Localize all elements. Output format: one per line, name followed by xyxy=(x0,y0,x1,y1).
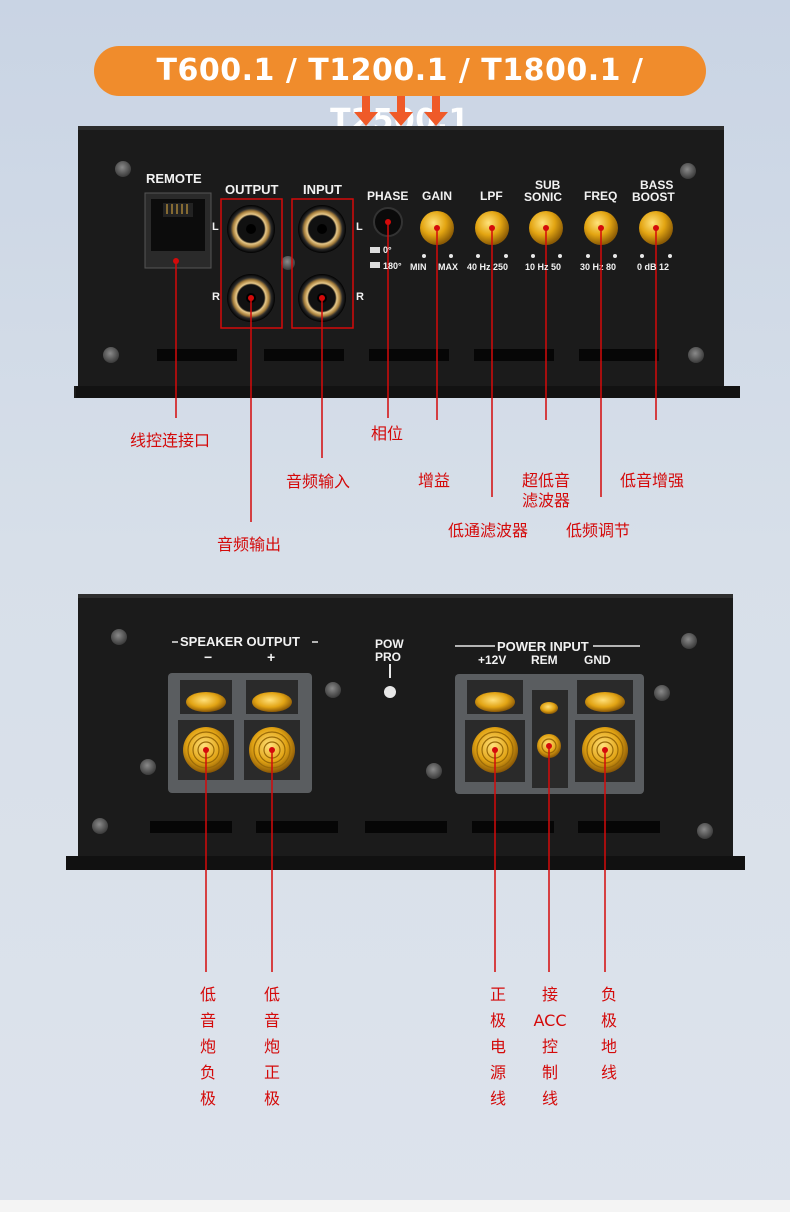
output-right-label: R xyxy=(212,291,220,303)
output-label: OUTPUT xyxy=(225,182,279,197)
power-input-label: POWER INPUT xyxy=(497,639,589,654)
model-banner: T600.1 / T1200.1 / T1800.1 / T2500.1 xyxy=(94,46,706,138)
gain-min-label: MIN xyxy=(410,262,427,272)
subsonic-callout-line1: 超低音 xyxy=(522,471,571,490)
input-label: INPUT xyxy=(303,182,342,197)
rem-label: REM xyxy=(531,653,558,667)
gain-label: GAIN xyxy=(422,189,452,203)
input-right-label: R xyxy=(356,291,364,303)
top-amplifier-panel xyxy=(74,126,740,420)
sub-negative-callout: 低音炮负极 xyxy=(199,985,216,1108)
down-arrows xyxy=(354,96,448,126)
arrow-down-icon xyxy=(354,96,378,126)
top-callout-lines xyxy=(250,228,602,522)
speaker-output-label: SPEAKER OUTPUT xyxy=(180,634,300,649)
input-left-label: L xyxy=(356,221,363,233)
bass-range-label: 0 dB 12 xyxy=(637,262,670,272)
sub-positive-callout: 低音炮正极 xyxy=(263,985,280,1108)
subsonic-range-label: 10 Hz 50 xyxy=(525,262,562,272)
pro-label: PRO xyxy=(375,650,402,664)
input-callout: 音频输入 xyxy=(286,472,351,491)
pow-label: POW xyxy=(375,637,404,651)
bass-callout: 低音增强 xyxy=(620,471,685,490)
phase-callout: 相位 xyxy=(371,424,404,443)
output-left-label: L xyxy=(212,221,219,233)
gnd-label: GND xyxy=(584,653,611,667)
freq-label: FREQ xyxy=(584,189,618,203)
plus12v-label: +12V xyxy=(478,653,507,667)
subsonic-callout-line2: 滤波器 xyxy=(522,491,571,510)
gain-callout: 增益 xyxy=(418,471,451,490)
subsonic-label-bottom: SONIC xyxy=(524,190,563,204)
lpf-callout: 低通滤波器 xyxy=(448,521,529,540)
page-footer-strip xyxy=(0,1200,790,1212)
gain-max-label: MAX xyxy=(438,262,458,272)
phase-0-label: 0° xyxy=(383,245,392,255)
remote-callout: 线控连接口 xyxy=(130,431,211,450)
bass-label-top: BASS xyxy=(640,178,674,192)
output-callout: 音频输出 xyxy=(217,535,282,554)
remote-label: REMOTE xyxy=(146,171,202,186)
phase-180-label: 180° xyxy=(383,261,402,271)
positive-power-callout: 正极电源线 xyxy=(489,985,506,1108)
bottom-amplifier-panel xyxy=(66,594,745,972)
screw-icon xyxy=(92,629,713,839)
lpf-range-label: 40 Hz 250 xyxy=(467,262,509,272)
speaker-minus-label: − xyxy=(204,649,213,665)
arrow-down-icon xyxy=(389,96,413,126)
subsonic-label-top: SUB xyxy=(535,178,561,192)
lpf-label: LPF xyxy=(480,189,503,203)
speaker-plus-label: + xyxy=(267,649,276,665)
bass-label-bottom: BOOST xyxy=(632,190,675,204)
arrow-down-icon xyxy=(424,96,448,126)
ground-callout: 负极地线 xyxy=(600,985,617,1082)
phase-label: PHASE xyxy=(367,189,409,203)
freq-callout: 低频调节 xyxy=(566,521,631,540)
freq-range-label: 30 Hz 80 xyxy=(580,262,617,272)
